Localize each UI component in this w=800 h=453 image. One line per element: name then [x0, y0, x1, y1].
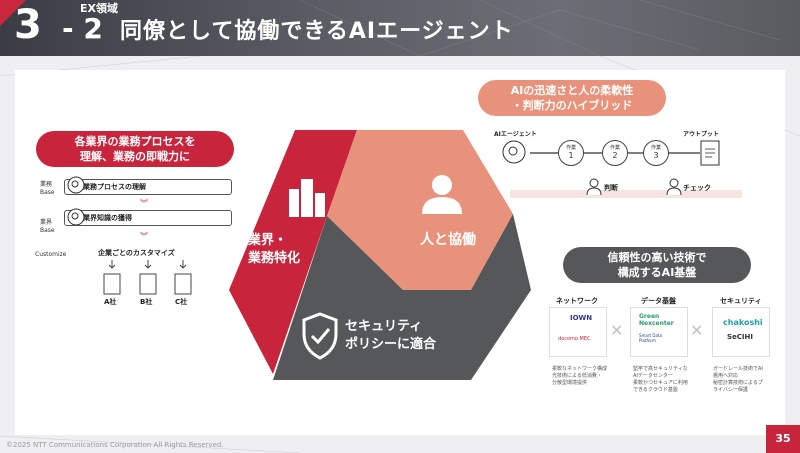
network-note-2: 光技術による低消費・	[552, 373, 602, 379]
chevron-down-icon-2: ︾	[140, 232, 148, 241]
reliability-heading-pill: 信頼性の高い技術で 構成するAI基盤	[563, 247, 751, 283]
secihi-logo: SeCIHI	[727, 333, 753, 341]
left-heading-line2: 理解、業務の即戦力に	[80, 150, 190, 163]
network-note-1: 柔軟なネットワーク構成	[552, 366, 608, 372]
security-note-1: ガードレール技術でAI	[713, 366, 763, 372]
cross-icon-1: ×	[610, 320, 624, 339]
header-network-pattern	[299, 0, 781, 56]
cross-icon-2: ×	[690, 320, 704, 339]
chakoshi-logo: chakoshi	[723, 318, 763, 327]
hybrid-heading-line2: ・判断力のハイブリッド	[511, 99, 633, 112]
chevron-down-icon: ︾	[140, 199, 148, 208]
person-icon	[422, 175, 462, 214]
left-heading-line1: 各業界の業務プロセスを	[74, 135, 196, 148]
docomo-mec-logo: docomo MEC	[558, 336, 591, 342]
base-label-2: 業界 Base	[40, 219, 55, 235]
reliability-heading-line2: 構成するAI基盤	[617, 266, 697, 279]
red-segment-line1: 業界・	[248, 233, 288, 248]
task-3-label: 作業	[650, 145, 661, 151]
triangle-salmon-segment	[327, 130, 513, 290]
shield-check-icon	[302, 312, 338, 360]
building-icon	[289, 179, 325, 217]
step-box-knowledge-label: 業界知識の獲得	[83, 214, 132, 222]
data-notes: 堅牢で高セキュリティな AIデータセンター 柔軟かつセキュアに利用 できるクラウ…	[633, 366, 703, 394]
base-label-2-bottom: Base	[40, 227, 55, 234]
hybrid-timeline-band	[510, 190, 742, 198]
company-b: B社	[140, 298, 153, 306]
judge-person-icon	[586, 178, 602, 196]
data-note-1: 堅牢で高セキュリティな	[633, 366, 688, 372]
task-1-num: 1	[568, 151, 574, 160]
task-2-num: 2	[612, 151, 618, 160]
company-buildings	[103, 260, 192, 295]
data-column-title: データ基盤	[641, 297, 676, 305]
network-logo-card: IOWN docomo MEC	[549, 307, 607, 357]
customize-label: Customize	[35, 251, 67, 258]
sdp-logo: Smart Data Platform	[639, 333, 662, 343]
dark-segment-line1: セキュリティ	[345, 319, 423, 334]
green-nexcenter-logo: Green Nexcenter	[639, 313, 674, 327]
security-notes: ガードレール技術でAI 悪用へ対応 秘密計算技術によるプ ライバシー保護	[713, 366, 779, 394]
network-note-3: 分散型環境提供	[552, 380, 588, 386]
base-label-1-bottom: Base	[40, 189, 55, 196]
section-number: 3	[14, 2, 44, 48]
hybrid-heading-pill: AIの迅速さと人の柔軟性 ・判断力のハイブリッド	[478, 80, 666, 116]
salmon-segment-text: 人と協働	[420, 232, 476, 248]
ai-agent-head-icon	[502, 140, 526, 164]
page-number: 35	[766, 425, 800, 453]
task-1-label: 作業	[565, 145, 576, 151]
base-label-1-top: 業務	[40, 181, 53, 188]
base-label-1: 業務 Base	[40, 181, 55, 197]
security-logo-card: chakoshi SeCIHI	[712, 307, 770, 357]
security-note-2: 悪用へ対応	[713, 373, 739, 379]
subsection-number: - 2	[62, 12, 103, 45]
copyright-text: ©2025 NTT Communications Corporation All…	[6, 441, 224, 449]
iown-logo: IOWN	[570, 314, 593, 322]
data-logo-card: Green Nexcenter Smart Data Platform	[630, 307, 688, 357]
data-note-3: 柔軟かつセキュアに利用	[633, 380, 688, 386]
reliability-heading-line1: 信頼性の高い技術で	[607, 251, 707, 264]
check-label: チェック	[683, 184, 711, 192]
gear-head-icon	[67, 176, 85, 194]
base-label-2-top: 業界	[40, 219, 53, 226]
three-pillar-triangle	[229, 130, 531, 380]
knowledge-head-icon	[67, 208, 85, 226]
header-corner-accent	[0, 0, 26, 26]
triangle-red-segment	[229, 130, 357, 374]
company-a: A社	[104, 298, 117, 306]
judge-label: 判断	[604, 184, 618, 192]
data-note-4: できるクラウド基盤	[633, 387, 678, 393]
red-segment-text: 業界・ 業務特化	[248, 232, 300, 268]
security-note-3: 秘密計算技術によるプ	[713, 380, 763, 386]
ai-agent-label: AIエージェント	[494, 131, 537, 138]
section-label: EX領域	[80, 2, 118, 15]
task-2-label: 作業	[609, 145, 620, 151]
dark-segment-text: セキュリティ ポリシーに適合	[345, 318, 436, 354]
step-box-knowledge: 業界知識の獲得	[64, 210, 232, 226]
dark-segment-line2: ポリシーに適合	[345, 337, 437, 352]
network-notes: 柔軟なネットワーク構成 光技術による低消費・ 分散型環境提供	[552, 366, 620, 387]
security-column-title: セキュリティ	[720, 297, 762, 305]
left-heading-pill: 各業界の業務プロセスを 理解、業務の即戦力に	[36, 131, 234, 167]
step-box-process-label: 業務プロセスの理解	[83, 183, 146, 191]
hybrid-heading-line1: AIの迅速さと人の柔軟性	[510, 84, 634, 97]
page-title: 同僚として協働できるAIエージェント	[120, 19, 514, 44]
triangle-dark-segment	[273, 214, 531, 380]
check-person-icon	[666, 178, 682, 196]
clipboard-icon	[700, 140, 720, 166]
slide-header	[0, 0, 800, 56]
security-note-4: ライバシー保護	[713, 387, 748, 393]
network-column-title: ネットワーク	[556, 297, 598, 305]
task-circle-3: 作業 3	[643, 140, 669, 166]
company-c: C社	[175, 298, 188, 306]
task-circle-2: 作業 2	[602, 140, 628, 166]
task-3-num: 3	[653, 151, 659, 160]
output-label: アウトプット	[683, 131, 720, 138]
red-segment-line2: 業務特化	[248, 251, 301, 266]
data-note-2: AIデータセンター	[633, 373, 673, 379]
customize-title: 企業ごとのカスタマイズ	[98, 249, 175, 257]
step-box-process: 業務プロセスの理解	[64, 179, 232, 195]
task-circle-1: 作業 1	[558, 140, 584, 166]
